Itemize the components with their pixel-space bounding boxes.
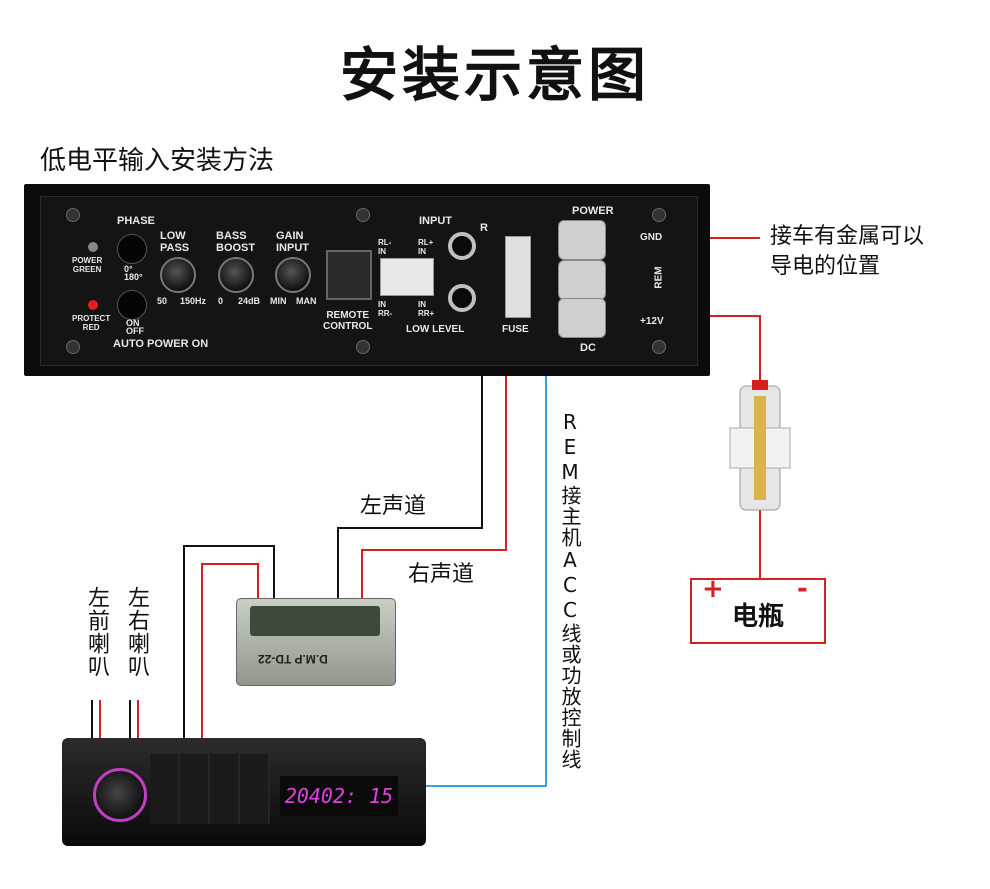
gnd-terminal[interactable] bbox=[558, 220, 606, 260]
remote-control-label: REMOTE CONTROL bbox=[323, 310, 373, 332]
off-label: OFF bbox=[126, 326, 144, 336]
volume-dial[interactable] bbox=[93, 768, 147, 822]
head-unit-display: 20402: 15 bbox=[280, 776, 398, 816]
battery-box bbox=[690, 578, 826, 644]
bass-boost-knob[interactable] bbox=[218, 257, 254, 293]
head-processor-wire-black bbox=[183, 545, 275, 740]
screw-icon bbox=[66, 340, 80, 354]
screw-icon bbox=[66, 208, 80, 222]
gain-max: MAN bbox=[296, 296, 317, 306]
page-title: 安装示意图 bbox=[339, 41, 650, 109]
screw-icon bbox=[652, 208, 666, 222]
plus12v-label: +12V bbox=[640, 316, 664, 327]
in-rr-plus: IN RR+ bbox=[418, 300, 435, 318]
gain-knob[interactable] bbox=[275, 257, 311, 293]
rem-label: REM bbox=[653, 266, 665, 289]
low-level-label: LOW LEVEL bbox=[406, 324, 465, 335]
low-pass-label: LOW PASS bbox=[160, 230, 190, 254]
left-channel-label: 左声道 bbox=[360, 494, 427, 519]
power-green-label: POWER GREEN bbox=[72, 256, 103, 274]
battery-label: 电瓶 bbox=[731, 602, 784, 632]
ground-note-line2: 导电的位置 bbox=[770, 254, 881, 279]
rl-in-minus: RL- IN bbox=[378, 238, 392, 256]
rem-terminal[interactable] bbox=[558, 260, 606, 300]
bass-max: 24dB bbox=[238, 296, 261, 306]
low-pass-knob[interactable] bbox=[160, 257, 196, 293]
dc-label: DC bbox=[580, 342, 596, 354]
front-left-speaker-label: 左前喇叭 bbox=[84, 586, 109, 678]
head-processor-wire-red bbox=[201, 563, 259, 740]
gain-min: MIN bbox=[270, 296, 287, 306]
on-label: ON bbox=[126, 318, 140, 328]
phase-0-label: 0° bbox=[124, 264, 133, 274]
bass-boost-label: BASS BOOST bbox=[216, 230, 256, 254]
screw-icon bbox=[652, 340, 666, 354]
phase-switch[interactable] bbox=[117, 234, 147, 264]
input-connector-icon bbox=[380, 258, 434, 296]
battery-plus: + bbox=[702, 574, 724, 604]
auto-power-switch[interactable] bbox=[117, 290, 147, 320]
gnd-label: GND bbox=[640, 232, 663, 243]
fuse-icon bbox=[505, 236, 531, 318]
section-subtitle: 低电平输入安装方法 bbox=[40, 146, 275, 176]
phase-180-label: 180° bbox=[124, 272, 143, 282]
fuse-label: FUSE bbox=[502, 324, 529, 335]
rem-note: REM接主机ACC线或功放控制线 bbox=[558, 410, 582, 770]
battery-minus: - bbox=[797, 574, 808, 604]
processor-model: D.M.P TD-22 bbox=[258, 652, 328, 666]
power-label: POWER bbox=[572, 205, 614, 217]
rca-input-r[interactable] bbox=[448, 232, 476, 260]
in-rr-minus: IN RR- bbox=[378, 300, 393, 318]
bass-min: 0 bbox=[218, 296, 224, 306]
input-label: INPUT bbox=[419, 215, 452, 227]
screw-icon bbox=[356, 208, 370, 222]
low-pass-max: 150Hz bbox=[180, 296, 207, 306]
left-right-speaker-label: 左右喇叭 bbox=[124, 586, 149, 678]
gain-input-label: GAIN INPUT bbox=[276, 230, 309, 254]
low-pass-min: 50 bbox=[157, 296, 168, 306]
screw-icon bbox=[356, 340, 370, 354]
processor-board-icon bbox=[250, 606, 380, 636]
remote-port-icon bbox=[326, 250, 372, 300]
preset-buttons-icon[interactable] bbox=[150, 754, 270, 824]
right-channel-label: 右声道 bbox=[408, 562, 475, 587]
power-terminal[interactable] bbox=[558, 298, 606, 338]
auto-power-on-label: AUTO POWER ON bbox=[113, 338, 209, 350]
protect-red-label: PROTECT RED bbox=[72, 314, 111, 332]
r-label: R bbox=[480, 222, 488, 234]
power-led-icon bbox=[88, 242, 98, 252]
phase-label: PHASE bbox=[117, 215, 155, 227]
rl-in-plus: RL+ IN bbox=[418, 238, 434, 256]
rca-input-l[interactable] bbox=[448, 284, 476, 312]
ground-note-line1: 接车有金属可以 bbox=[770, 224, 925, 249]
protect-led-icon bbox=[88, 300, 98, 310]
